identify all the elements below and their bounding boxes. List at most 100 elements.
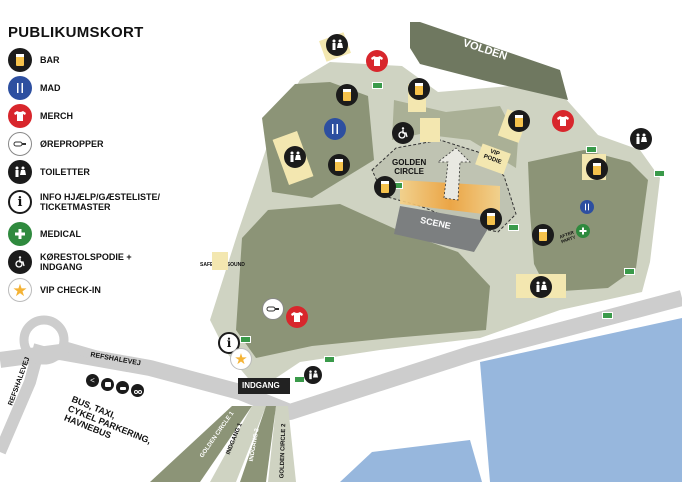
star-icon: ★ (234, 350, 248, 368)
beer-icon (487, 213, 495, 225)
exit-marker (240, 336, 251, 343)
legend-title: PUBLIKUMSKORT (8, 24, 144, 41)
beer-icon (539, 229, 547, 241)
exit-marker (372, 82, 383, 89)
bar-location[interactable] (532, 224, 554, 246)
earplug-location[interactable] (262, 298, 284, 320)
bar-location[interactable] (408, 78, 430, 100)
legend-label: VIP CHECK-IN (40, 285, 101, 295)
water-east (480, 318, 682, 482)
legend-item-merch: MERCH (8, 104, 73, 128)
tshirt-icon (8, 104, 32, 128)
merch-location[interactable] (286, 306, 308, 328)
info-icon: i (8, 190, 32, 214)
bike-icon (131, 384, 144, 397)
toilet-icon (636, 133, 647, 144)
legend-label: MERCH (40, 111, 73, 121)
exit-marker (624, 268, 635, 275)
wheelchair-icon (8, 250, 32, 274)
earplug-icon (266, 306, 279, 312)
star-icon: ★ (8, 278, 32, 302)
merch-location[interactable] (552, 110, 574, 132)
legend-item-toiletter: TOILETTER (8, 160, 90, 184)
bar-location[interactable] (328, 154, 350, 176)
lane-indgang-1 (210, 406, 266, 482)
bar-location[interactable] (586, 158, 608, 180)
legend-item-oerepropper: ØREPROPPER (8, 132, 104, 156)
taxi-icon (116, 381, 129, 394)
arrow-left-icon: < (86, 374, 99, 387)
wheelchair-icon (398, 127, 408, 139)
pad-wheelchair (420, 118, 440, 142)
fork-knife-icon (332, 124, 338, 134)
road-link (62, 341, 142, 373)
wheelchair-platform[interactable] (392, 122, 414, 144)
medical-cross-icon (8, 222, 32, 246)
medical-location[interactable] (576, 224, 590, 238)
golden-circle-label: GOLDEN CIRCLE (392, 158, 427, 176)
bar-location[interactable] (336, 84, 358, 106)
legend-label: BAR (40, 55, 60, 65)
water-south (340, 440, 482, 482)
info-icon: i (226, 336, 232, 350)
exit-marker (586, 146, 597, 153)
food-location[interactable] (580, 200, 594, 214)
toilet-location[interactable] (284, 146, 306, 168)
toilet-icon (8, 160, 32, 184)
tshirt-icon (557, 116, 569, 126)
exit-marker (602, 312, 613, 319)
fork-knife-icon (585, 203, 589, 211)
beer-icon (343, 89, 351, 101)
fork-knife-icon (8, 76, 32, 100)
toilet-location[interactable] (530, 276, 552, 298)
grass-east (528, 150, 648, 292)
legend-label: TOILETTER (40, 167, 90, 177)
toilet-location[interactable] (630, 128, 652, 150)
toilet-icon (536, 281, 547, 292)
legend: BAR MAD MERCH ØREPROPPER TOILETTER i INF… (8, 46, 198, 306)
beer-icon (8, 48, 32, 72)
tshirt-icon (291, 312, 303, 322)
earplug-icon (8, 132, 32, 156)
beer-icon (335, 159, 343, 171)
lane-indgang-2 (240, 406, 276, 482)
beer-icon (593, 163, 601, 175)
legend-item-medical: MEDICAL (8, 222, 81, 246)
exit-marker (654, 170, 665, 177)
toilet-icon (332, 39, 343, 50)
toilet-icon (309, 370, 318, 380)
beer-icon (515, 115, 523, 127)
legend-label: INFO HJÆLP/GÆSTELISTE/ TICKETMASTER (40, 192, 161, 212)
medical-cross-icon (579, 227, 587, 235)
legend-label: MEDICAL (40, 229, 81, 239)
stage (394, 206, 492, 252)
beer-icon (415, 83, 423, 95)
toilet-icon (290, 151, 301, 162)
vip-check-in[interactable]: ★ (230, 348, 252, 370)
bar-location[interactable] (374, 176, 396, 198)
safe-and-sound-booth (212, 252, 228, 270)
indgang-label: INDGANG (242, 381, 280, 390)
merch-location[interactable] (366, 50, 388, 72)
legend-label: MAD (40, 83, 61, 93)
food-location[interactable] (324, 118, 346, 140)
legend-item-bar: BAR (8, 48, 60, 72)
exit-marker (508, 224, 519, 231)
roundabout (19, 315, 69, 365)
legend-label: KØRESTOLSPODIE + INDGANG (40, 252, 132, 272)
lane-golden-circle-2 (268, 406, 296, 482)
walkway-arrow (436, 147, 471, 201)
legend-item-wheelchair: KØRESTOLSPODIE + INDGANG (8, 250, 132, 274)
bar-location[interactable] (480, 208, 502, 230)
toilet-location[interactable] (304, 366, 322, 384)
bus-icon (101, 378, 114, 391)
beer-icon (381, 181, 389, 193)
indgang-sign (238, 378, 290, 394)
lane-golden-circle-1 (150, 406, 252, 482)
bar-location[interactable] (508, 110, 530, 132)
grass-north (392, 100, 518, 168)
legend-label: ØREPROPPER (40, 139, 104, 149)
toilet-location[interactable] (326, 34, 348, 56)
tshirt-icon (371, 56, 383, 66)
